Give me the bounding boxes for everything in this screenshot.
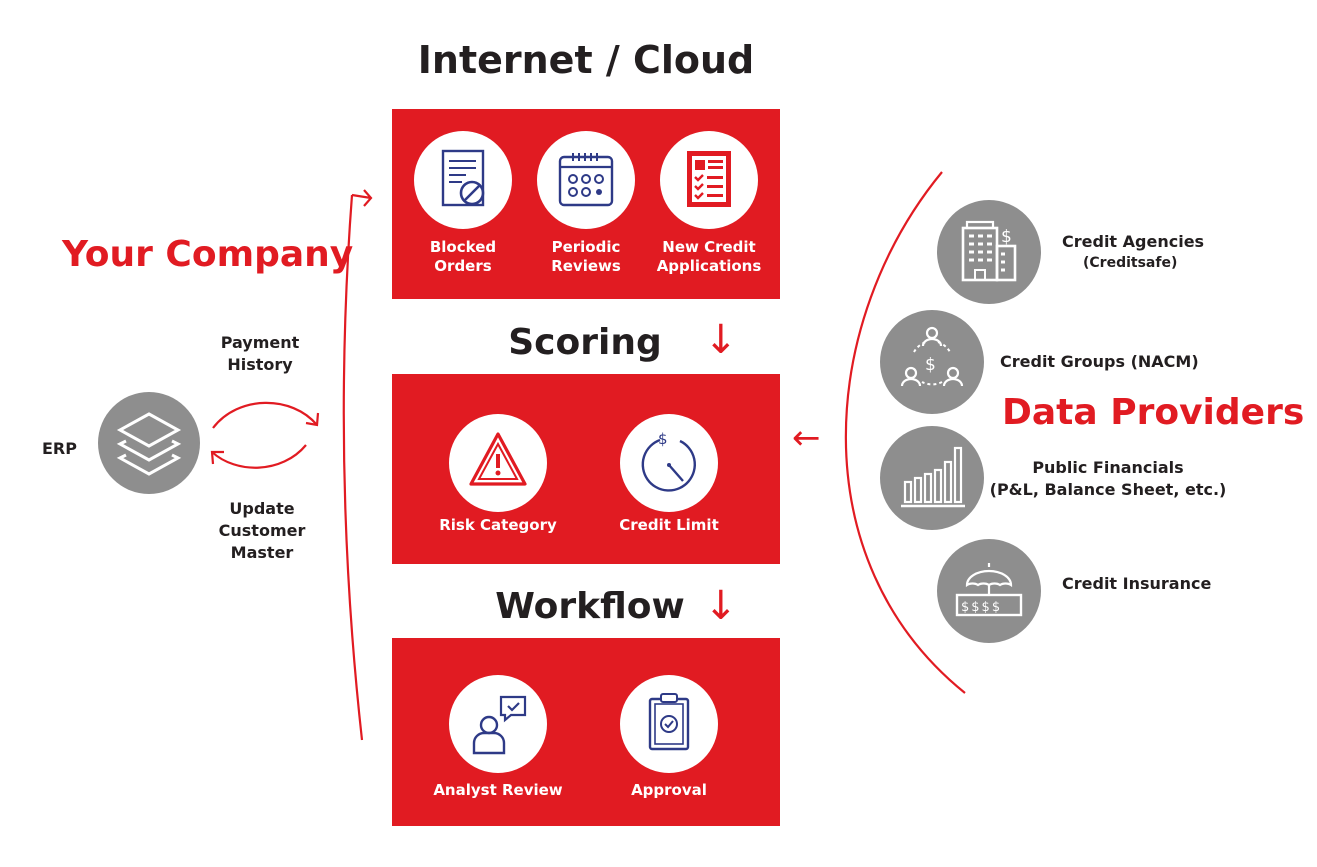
warning-icon (449, 414, 547, 512)
calendar-icon (537, 131, 635, 229)
clipboard-check-icon (620, 675, 718, 773)
heading-workflow: Workflow (495, 586, 685, 627)
application-form-icon (660, 131, 758, 229)
periodic-reviews-label: Periodic Reviews (551, 238, 621, 275)
heading-internet-cloud: Internet / Cloud (417, 38, 755, 82)
new-credit-applications-label: New Credit Applications (656, 238, 762, 275)
workflow-panel: Analyst Review Approval (392, 638, 780, 826)
feedback-arc-line (342, 194, 364, 741)
creditsafe-label: (Creditsafe) (1083, 255, 1178, 271)
scoring-down-arrow: ↓ (704, 317, 738, 363)
blocked-orders-label: Blocked Orders (429, 238, 497, 275)
update-master-arrow (211, 444, 307, 469)
group-dollar-icon: $ (880, 310, 984, 414)
analyst-review-label: Analyst Review (433, 781, 563, 799)
feedback-arc-arrowhead (351, 189, 373, 207)
heading-scoring: Scoring (508, 322, 662, 363)
heading-your-company: Your Company (62, 234, 354, 275)
risk-category-label: Risk Category (439, 516, 557, 534)
credit-agencies-label: Credit Agencies (1062, 232, 1205, 251)
svg-text:$$$$: $$$$ (961, 600, 1002, 615)
workflow-down-arrow: ↓ (704, 583, 738, 629)
svg-text:$: $ (658, 430, 668, 448)
payment-history-label: Payment History (220, 333, 300, 374)
erp-label: ERP (42, 439, 77, 458)
bar-chart-icon (880, 426, 984, 530)
update-customer-master-label: Update Customer Master (218, 499, 306, 562)
svg-text:$: $ (1001, 227, 1012, 247)
blocked-orders-icon (414, 131, 512, 229)
umbrella-money-icon: $$$$ (937, 539, 1041, 643)
internet-cloud-panel: Blocked Orders Periodic Reviews New Cred… (392, 109, 780, 299)
analyst-chat-icon (449, 675, 547, 773)
credit-limit-label: Credit Limit (619, 516, 719, 534)
providers-left-arrow: ← (792, 418, 821, 458)
public-financials-label: Public Financials (P&L, Balance Sheet, e… (989, 458, 1227, 499)
credit-groups-label: Credit Groups (NACM) (1000, 352, 1199, 371)
svg-text:$: $ (925, 355, 936, 375)
heading-data-providers: Data Providers (1002, 392, 1305, 433)
credit-insurance-label: Credit Insurance (1062, 574, 1212, 593)
payment-history-arrow (212, 401, 318, 429)
building-dollar-icon: $ (937, 200, 1041, 304)
scoring-panel: $ Risk Category Credit Limit (392, 374, 780, 564)
approval-label: Approval (631, 781, 707, 799)
erp-layers-icon (98, 392, 200, 494)
stopwatch-dollar-icon: $ (620, 414, 718, 512)
